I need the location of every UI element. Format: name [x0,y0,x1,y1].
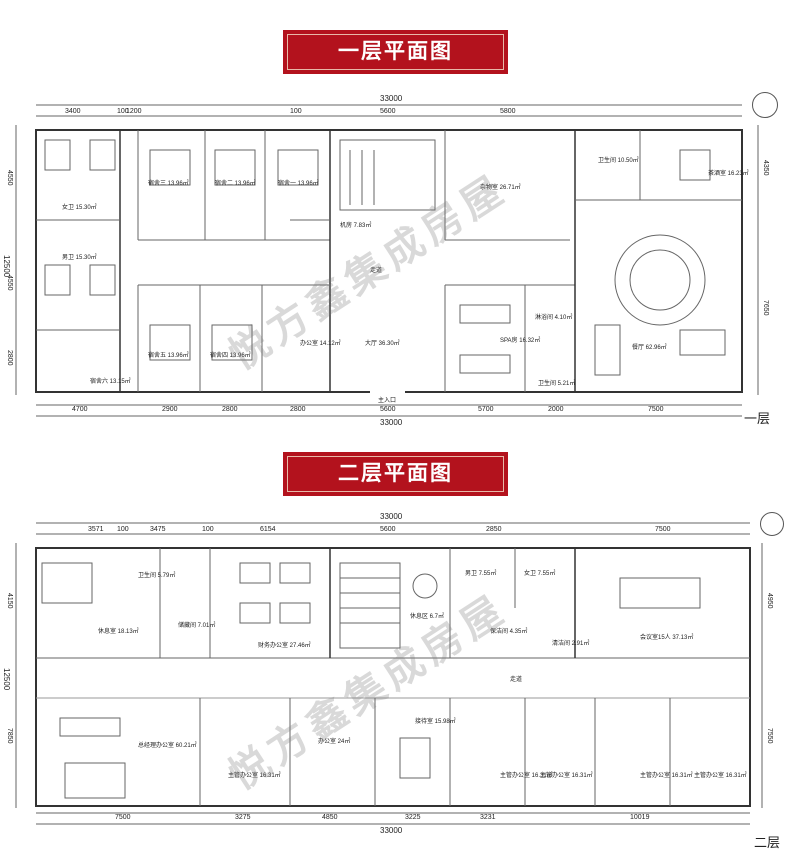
floor1-drawing [15,104,759,417]
floor2-total-width: 33000 [380,512,403,521]
floor1-title-banner: 一层平面图 [283,30,508,74]
f2-top-dim-4: 6154 [260,526,276,533]
floor1-total-width: 33000 [380,94,403,103]
f1-room-storage: 杂物室 26.71㎡ [480,185,521,191]
f1-room-dorm1: 宿舍一 13.96㎡ [278,181,319,187]
f1-bottom-dim-6: 2000 [548,406,564,413]
f2-room-office-a: 主管办公室 16.31㎡ [228,773,281,779]
f2-room-cleaning: 保洁间 4.35㎡ [490,629,528,635]
f2-room-office-d: 主管办公室 16.31㎡ [540,773,593,779]
f1-room-corridor: 走道 [370,268,383,274]
f2-room-office-e: 主管办公室 16.31㎡ [640,773,693,779]
f2-top-dim-1: 100 [117,526,129,533]
f1-room-tea: 茶酒室 16.23㎡ [708,171,749,177]
f2-room-office-b: 办公室 24㎡ [318,739,351,745]
floor2-label: 二层 [754,835,781,850]
f2-room-reception: 接待室 15.98㎡ [415,719,456,725]
f2-right-dim-1: 7550 [766,728,773,744]
f1-room-spa: SPA房 16.32㎡ [500,338,541,344]
f1-room-wc2: 卫生间 5.21㎡ [538,381,576,387]
f2-right-dim-0: 4950 [766,593,773,609]
f1-top-dim-0: 3400 [65,108,81,115]
floor1-plan: 33000 33000 12500 3400 100 1200 100 5600… [0,90,800,430]
f1-bottom-dim-7: 7500 [648,406,664,413]
f1-room-office: 办公室 14.12㎡ [300,341,341,347]
f2-bottom-dim-5: 10019 [630,814,650,821]
f1-bottom-dim-0: 4700 [72,406,88,413]
f2-bottom-dim-1: 3275 [235,814,251,821]
floor2-title-banner: 二层平面图 [283,452,508,496]
f1-room-dining: 餐厅 62.96㎡ [632,345,667,351]
floor2-title: 二层平面图 [338,462,453,485]
f2-room-male-wc: 男卫 7.55㎡ [465,571,497,577]
f2-top-dim-7: 7500 [655,526,671,533]
floor1-label: 一层 [744,411,771,426]
floor1-title: 一层平面图 [338,40,453,63]
f2-top-dim-6: 2850 [486,526,502,533]
f1-entrance: 主入口 [378,398,397,404]
f2-room-finance: 财务办公室 27.46㎡ [258,643,311,649]
f1-bottom-dim-3: 2800 [290,406,306,413]
f2-top-dim-2: 3475 [150,526,166,533]
f2-room-office-f: 主管办公室 16.31㎡ [694,773,747,779]
f1-right-dim-1: 7650 [762,300,769,316]
f2-left-dim-0: 4150 [6,593,13,609]
f2-bottom-dim-3: 3225 [405,814,421,821]
f1-room-male-wc: 男卫 15.30㎡ [62,255,97,261]
f1-room-dorm3: 宿舍三 13.96㎡ [148,181,189,187]
north-arrow-icon [752,92,778,118]
f1-bottom-dim-4: 5600 [380,406,396,413]
f2-bottom-dim-4: 3231 [480,814,496,821]
f2-room-janitor: 清洁间 2.91㎡ [552,641,590,647]
f2-room-wc: 卫生间 5.79㎡ [138,573,176,579]
floor2-total-depth: 12500 [2,668,11,691]
floor2-total-width-bottom: 33000 [380,826,403,835]
f1-left-dim-2: 2800 [6,350,13,366]
f1-room-hall: 大厅 36.30㎡ [365,341,400,347]
f1-room-female-wc: 女卫 15.30㎡ [62,205,97,211]
f1-top-dim-3: 100 [290,108,302,115]
f1-top-dim-2: 1200 [126,108,142,115]
f1-top-dim-1: 100 [117,108,129,115]
f1-left-dim-1: 4550 [6,275,13,291]
f2-room-tea: 休息区 6.7㎡ [410,614,445,620]
f1-room-dorm2: 宿舍二 13.96㎡ [215,181,256,187]
f1-room-dorm6: 宿舍六 13.15㎡ [90,379,131,385]
north-arrow-icon-2 [760,512,784,536]
f1-room-dorm5: 宿舍五 13.96㎡ [148,353,189,359]
f2-room-meeting: 会议室15人 37.13㎡ [640,635,694,641]
f1-right-dim-0: 4350 [762,160,769,176]
floor2-plan: 33000 33000 12500 3571 100 3475 100 6154… [0,508,800,864]
f1-bottom-dim-2: 2800 [222,406,238,413]
f2-top-dim-5: 5600 [380,526,396,533]
f1-left-dim-0: 4550 [6,170,13,186]
f2-top-dim-0: 3571 [88,526,104,533]
f2-room-gm-office: 总经理办公室 60.21㎡ [138,743,197,749]
floor1-total-depth: 12500 [2,255,11,278]
f2-left-dim-1: 7850 [6,728,13,744]
f1-room-machine: 机房 7.83㎡ [340,223,372,229]
f1-top-dim-4: 5600 [380,108,396,115]
f1-room-dorm4: 宿舍四 13.96㎡ [210,353,251,359]
f1-bottom-dim-5: 5700 [478,406,494,413]
f2-room-storage: 储藏间 7.01㎡ [178,623,216,629]
f2-bottom-dim-2: 4850 [322,814,338,821]
f1-room-shower: 淋浴间 4.10㎡ [535,315,573,321]
f2-top-dim-3: 100 [202,526,214,533]
f1-top-dim-5: 5800 [500,108,516,115]
floor1-total-width-bottom: 33000 [380,418,403,427]
floor2-drawing [15,522,763,825]
f2-room-lounge: 休息室 18.13㎡ [98,629,139,635]
f1-room-wc: 卫生间 10.50㎡ [598,158,639,164]
f2-room-corridor: 走道 [510,677,523,683]
f1-bottom-dim-1: 2900 [162,406,178,413]
f2-room-office-c: 主管办公室 16.31㎡ [500,773,553,779]
f2-room-female-wc: 女卫 7.55㎡ [524,571,556,577]
f2-bottom-dim-0: 7500 [115,814,131,821]
